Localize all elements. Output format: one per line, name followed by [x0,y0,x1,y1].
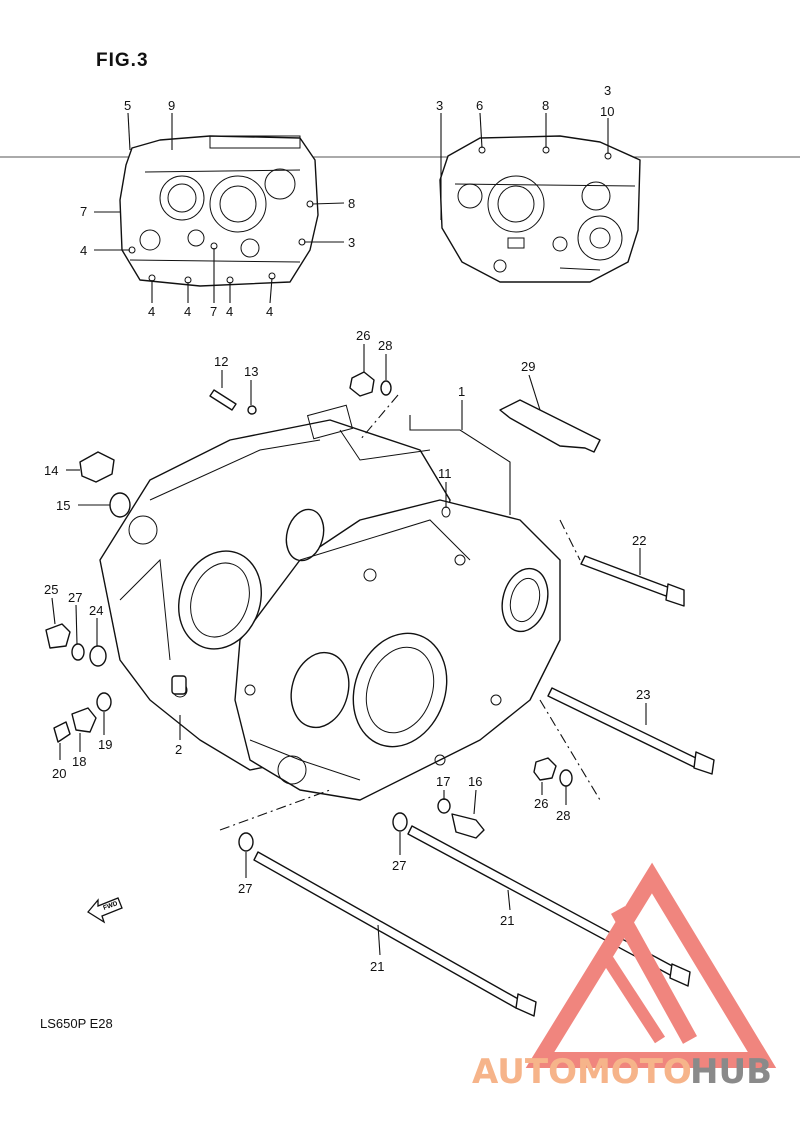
part-callout-27: 27 [392,858,406,873]
watermark-logo: AUTOMOTO HUB [472,862,777,1092]
part-callout-9: 9 [168,98,175,113]
part-callout-7: 7 [80,204,87,219]
figure-title: FIG.3 [96,50,149,71]
watermark-brand-part2: HUB [690,1052,772,1092]
part-callout-4: 4 [266,304,273,319]
crankcase-right-view [439,135,641,283]
part-callout-4: 4 [184,304,191,319]
part-callout-4: 4 [226,304,233,319]
part-callout-4: 4 [80,243,87,258]
part-callout-10: 10 [600,104,614,119]
svg-text:FWD: FWD [102,900,119,912]
part-callout-2: 2 [175,742,182,757]
part-callout-3: 3 [436,98,443,113]
part-callout-5: 5 [124,98,131,113]
part-callout-23: 23 [636,687,650,702]
leaders-top-left [94,112,345,304]
part-callout-8: 8 [542,98,549,113]
part-callout-7: 7 [210,304,217,319]
part-callout-8: 8 [348,196,355,211]
part-callout-12: 12 [214,354,228,369]
part-callout-17: 17 [436,774,450,789]
part-callout-18: 18 [72,754,86,769]
part-callout-28: 28 [378,338,392,353]
part-callout-27: 27 [68,590,82,605]
part-callout-22: 22 [632,533,646,548]
part-callout-26: 26 [356,328,370,343]
fwd-arrow-icon: FWD [87,897,123,924]
part-callout-29: 29 [521,359,535,374]
part-callout-15: 15 [56,498,70,513]
part-callout-21: 21 [370,959,384,974]
part-callout-28: 28 [556,808,570,823]
construction-lines [219,394,601,831]
part-callout-16: 16 [468,774,482,789]
part-callout-1: 1 [458,384,465,399]
part-callout-3: 3 [604,83,611,98]
leaders-top-right [440,112,609,220]
part-callout-3: 3 [348,235,355,250]
part-callout-6: 6 [476,98,483,113]
crankcase-left-view [119,135,319,287]
watermark-brand-part1: AUTOMOTO [472,1052,692,1092]
part-callout-19: 19 [98,737,112,752]
model-code: LS650P E28 [40,1016,113,1031]
part-callout-27: 27 [238,881,252,896]
callouts-top-left: 5 9 7 4 8 3 4 4 7 4 4 [80,98,355,319]
part-callout-4: 4 [148,304,155,319]
part-callout-25: 25 [44,582,58,597]
leaders-main [51,344,647,956]
part-callout-20: 20 [52,766,66,781]
part-callout-26: 26 [534,796,548,811]
callouts-main: 12 13 26 28 29 1 14 11 15 22 25 27 24 23… [44,328,650,974]
callouts-top-right: 3 6 8 3 10 [436,83,614,119]
part-callout-21: 21 [500,913,514,928]
part-callout-13: 13 [244,364,258,379]
part-callout-24: 24 [89,603,103,618]
part-callout-11: 11 [438,466,452,481]
warning-triangle-icon [525,862,777,1068]
crankcase-assembly [99,404,561,801]
part-callout-14: 14 [44,463,58,478]
